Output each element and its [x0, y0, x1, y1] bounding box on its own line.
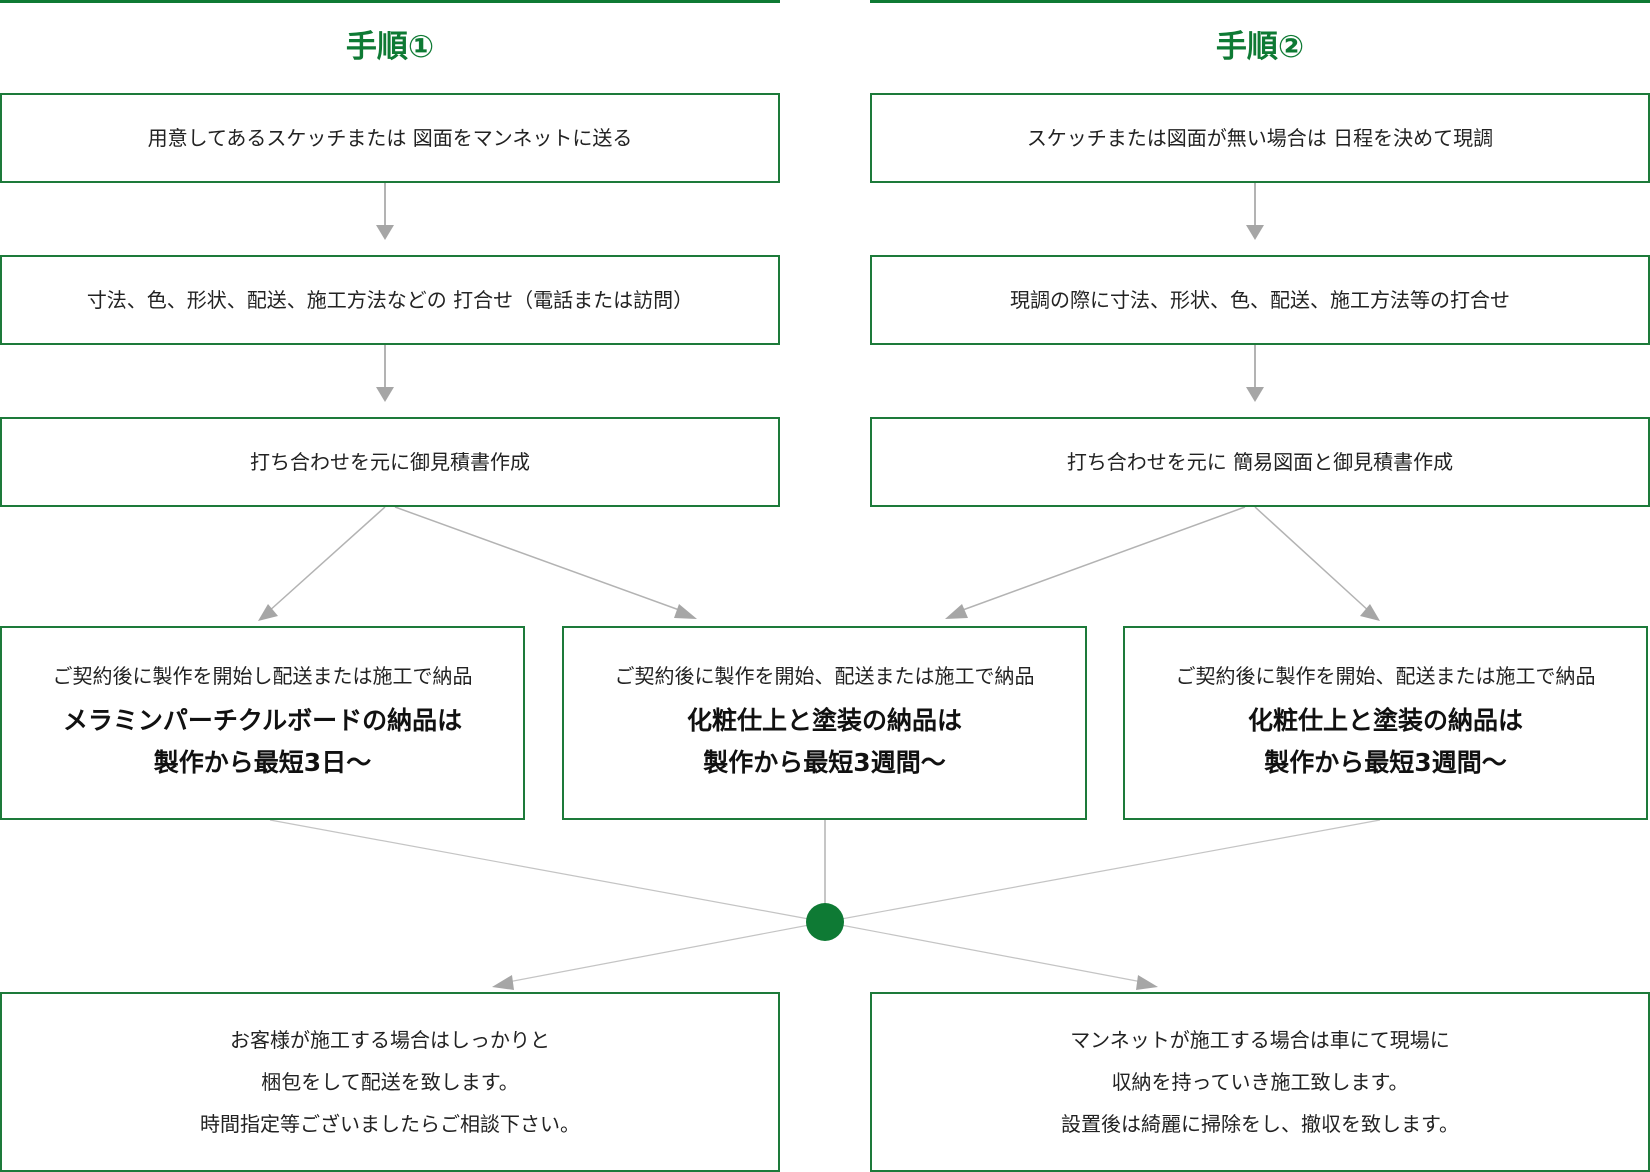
connector-s1-to-d1	[267, 506, 386, 613]
delivery-box-finish-center-line2: 製作から最短3週間〜	[703, 748, 946, 777]
arrowhead-s2-1-2	[1246, 225, 1264, 240]
delivery-box-finish-right-line2: 製作から最短3週間〜	[1264, 748, 1507, 777]
delivery-box-finish-right-line1: 化粧仕上と塗装の納品は	[1247, 706, 1523, 735]
delivery-box-melamine: ご契約後に製作を開始し配送または施工で納品 メラミンパーチクルボードの納品は 製…	[0, 626, 525, 820]
arrowhead-s1-to-d1	[258, 604, 278, 621]
arrowhead-s1-to-d2	[674, 604, 697, 619]
connector-s2-to-d2	[959, 506, 1246, 612]
arrowhead-junction-to-customer	[492, 975, 514, 990]
step1-box-meeting: 寸法、色、形状、配送、施工方法などの 打合せ（電話または訪問）	[0, 255, 780, 345]
step1-top-rule	[0, 0, 780, 3]
step1-box-estimate: 打ち合わせを元に御見積書作成	[0, 417, 780, 507]
step2-box-meeting: 現調の際に寸法、形状、色、配送、施工方法等の打合せ	[870, 255, 1650, 345]
connector-d1-to-junction	[269, 819, 826, 923]
connector-d3-to-junction	[824, 819, 1381, 923]
step1-heading: 手順①	[345, 29, 435, 65]
final-box-mannet-line1: マンネットが施工する場合は車にて現場に	[1070, 1028, 1450, 1052]
connector-s1-to-d2	[394, 506, 683, 612]
final-box-customer-line1: お客様が施工する場合はしっかりと	[230, 1028, 550, 1052]
delivery-box-melamine-line1: メラミンパーチクルボードの納品は	[62, 706, 463, 735]
arrowhead-s1-1-2	[376, 225, 394, 240]
step1-box-send-sketch: 用意してあるスケッチまたは 図面をマンネットに送る	[0, 93, 780, 183]
delivery-box-finish-center: ご契約後に製作を開始、配送または施工で納品 化粧仕上と塗装の納品は 製作から最短…	[562, 626, 1087, 820]
connector-s2-to-d3	[1254, 506, 1371, 613]
step2-top-rule	[870, 0, 1650, 3]
arrowhead-junction-to-mannet	[1136, 975, 1158, 990]
step2-box-site-survey-text: スケッチまたは図面が無い場合は 日程を決めて現調	[1026, 126, 1494, 150]
arrowhead-s2-2-3	[1246, 387, 1264, 402]
delivery-box-finish-right: ご契約後に製作を開始、配送または施工で納品 化粧仕上と塗装の納品は 製作から最短…	[1123, 626, 1648, 820]
junction-dot	[806, 903, 844, 941]
delivery-box-finish-center-line1: 化粧仕上と塗装の納品は	[686, 706, 962, 735]
connector-junction-to-mannet	[824, 921, 1143, 983]
delivery-box-melamine-line2: 製作から最短3日〜	[153, 748, 372, 777]
step2-box-estimate-text: 打ち合わせを元に 簡易図面と御見積書作成	[1066, 450, 1454, 474]
final-box-customer-line2: 梱包をして配送を致します。	[261, 1070, 519, 1094]
step1-box-estimate-text: 打ち合わせを元に御見積書作成	[250, 450, 530, 474]
arrowhead-s2-to-d2	[945, 604, 968, 619]
arrowhead-s2-to-d3	[1360, 604, 1380, 621]
connector-junction-to-customer	[507, 921, 826, 983]
arrowhead-s1-2-3	[376, 387, 394, 402]
delivery-box-finish-right-sub: ご契約後に製作を開始、配送または施工で納品	[1175, 664, 1596, 688]
delivery-box-melamine-sub: ご契約後に製作を開始し配送または施工で納品	[52, 664, 473, 688]
final-box-mannet-line2: 収納を持っていき施工致します。	[1111, 1070, 1409, 1094]
step2-box-estimate: 打ち合わせを元に 簡易図面と御見積書作成	[870, 417, 1650, 507]
step1-box-meeting-text: 寸法、色、形状、配送、施工方法などの 打合せ（電話または訪問）	[86, 288, 694, 312]
final-box-customer-install: お客様が施工する場合はしっかりと 梱包をして配送を致します。 時間指定等ございま…	[0, 992, 780, 1172]
step2-box-meeting-text: 現調の際に寸法、形状、色、配送、施工方法等の打合せ	[1010, 288, 1510, 312]
delivery-box-finish-center-sub: ご契約後に製作を開始、配送または施工で納品	[614, 664, 1035, 688]
final-box-customer-line3: 時間指定等ございましたらご相談下さい。	[200, 1112, 580, 1136]
step1-box-send-sketch-text: 用意してあるスケッチまたは 図面をマンネットに送る	[147, 126, 633, 150]
step2-box-site-survey: スケッチまたは図面が無い場合は 日程を決めて現調	[870, 93, 1650, 183]
final-box-mannet-line3: 設置後は綺麗に掃除をし、撤収を致します。	[1061, 1112, 1459, 1136]
step2-heading: 手順②	[1215, 29, 1305, 65]
final-box-mannet-install: マンネットが施工する場合は車にて現場に 収納を持っていき施工致します。 設置後は…	[870, 992, 1650, 1172]
